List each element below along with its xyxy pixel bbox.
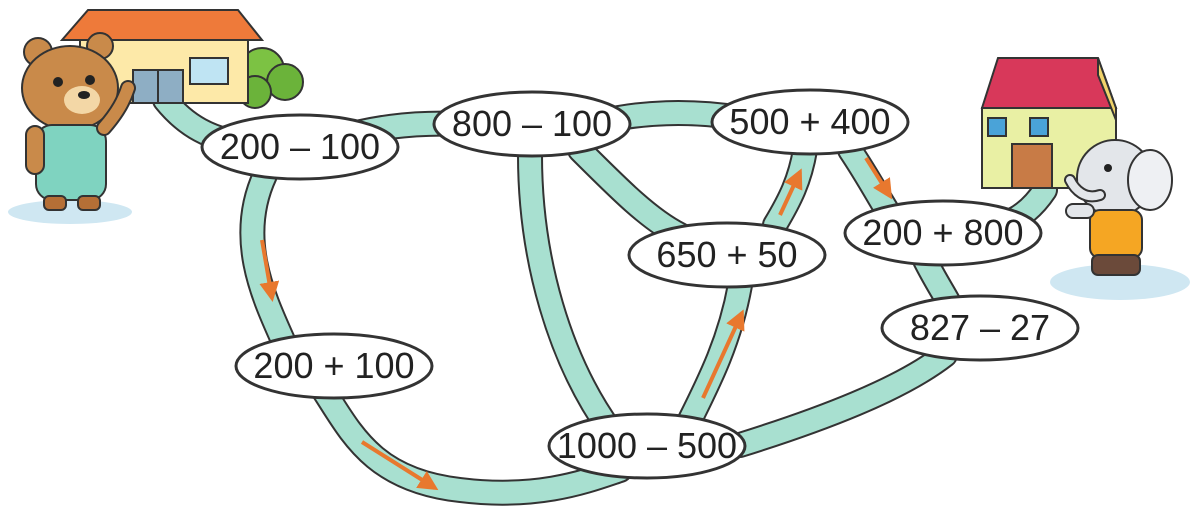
- arrow-icon: [259, 239, 280, 302]
- nodes: 200 – 100 800 – 100 500 + 400 650 + 50 2…: [200, 88, 1080, 480]
- arrow-icon: [360, 440, 439, 491]
- arrow-icon: [701, 309, 745, 399]
- node-827-minus-27: 827 – 27: [880, 294, 1080, 362]
- node-1000-minus-500: 1000 – 500: [547, 412, 747, 480]
- node-200-minus-100: 200 – 100: [200, 113, 400, 181]
- node-label: 200 + 100: [253, 345, 414, 386]
- node-500-plus-400: 500 + 400: [710, 88, 910, 156]
- bear-icon: [8, 32, 136, 224]
- node-800-minus-100: 800 – 100: [432, 90, 632, 158]
- node-label: 650 + 50: [656, 234, 797, 275]
- node-650-plus-50: 650 + 50: [627, 221, 827, 289]
- node-label: 500 + 400: [729, 101, 890, 142]
- node-label: 800 – 100: [452, 103, 612, 144]
- direction-arrows: [259, 156, 893, 491]
- elephant-icon: [1050, 139, 1190, 300]
- node-label: 1000 – 500: [557, 425, 737, 466]
- node-200-plus-800: 200 + 800: [843, 199, 1043, 267]
- node-label: 200 – 100: [220, 126, 380, 167]
- arrow-icon: [864, 156, 893, 200]
- arrow-icon: [778, 168, 803, 216]
- node-200-plus-100: 200 + 100: [234, 332, 434, 400]
- node-label: 200 + 800: [862, 212, 1023, 253]
- node-label: 827 – 27: [910, 307, 1050, 348]
